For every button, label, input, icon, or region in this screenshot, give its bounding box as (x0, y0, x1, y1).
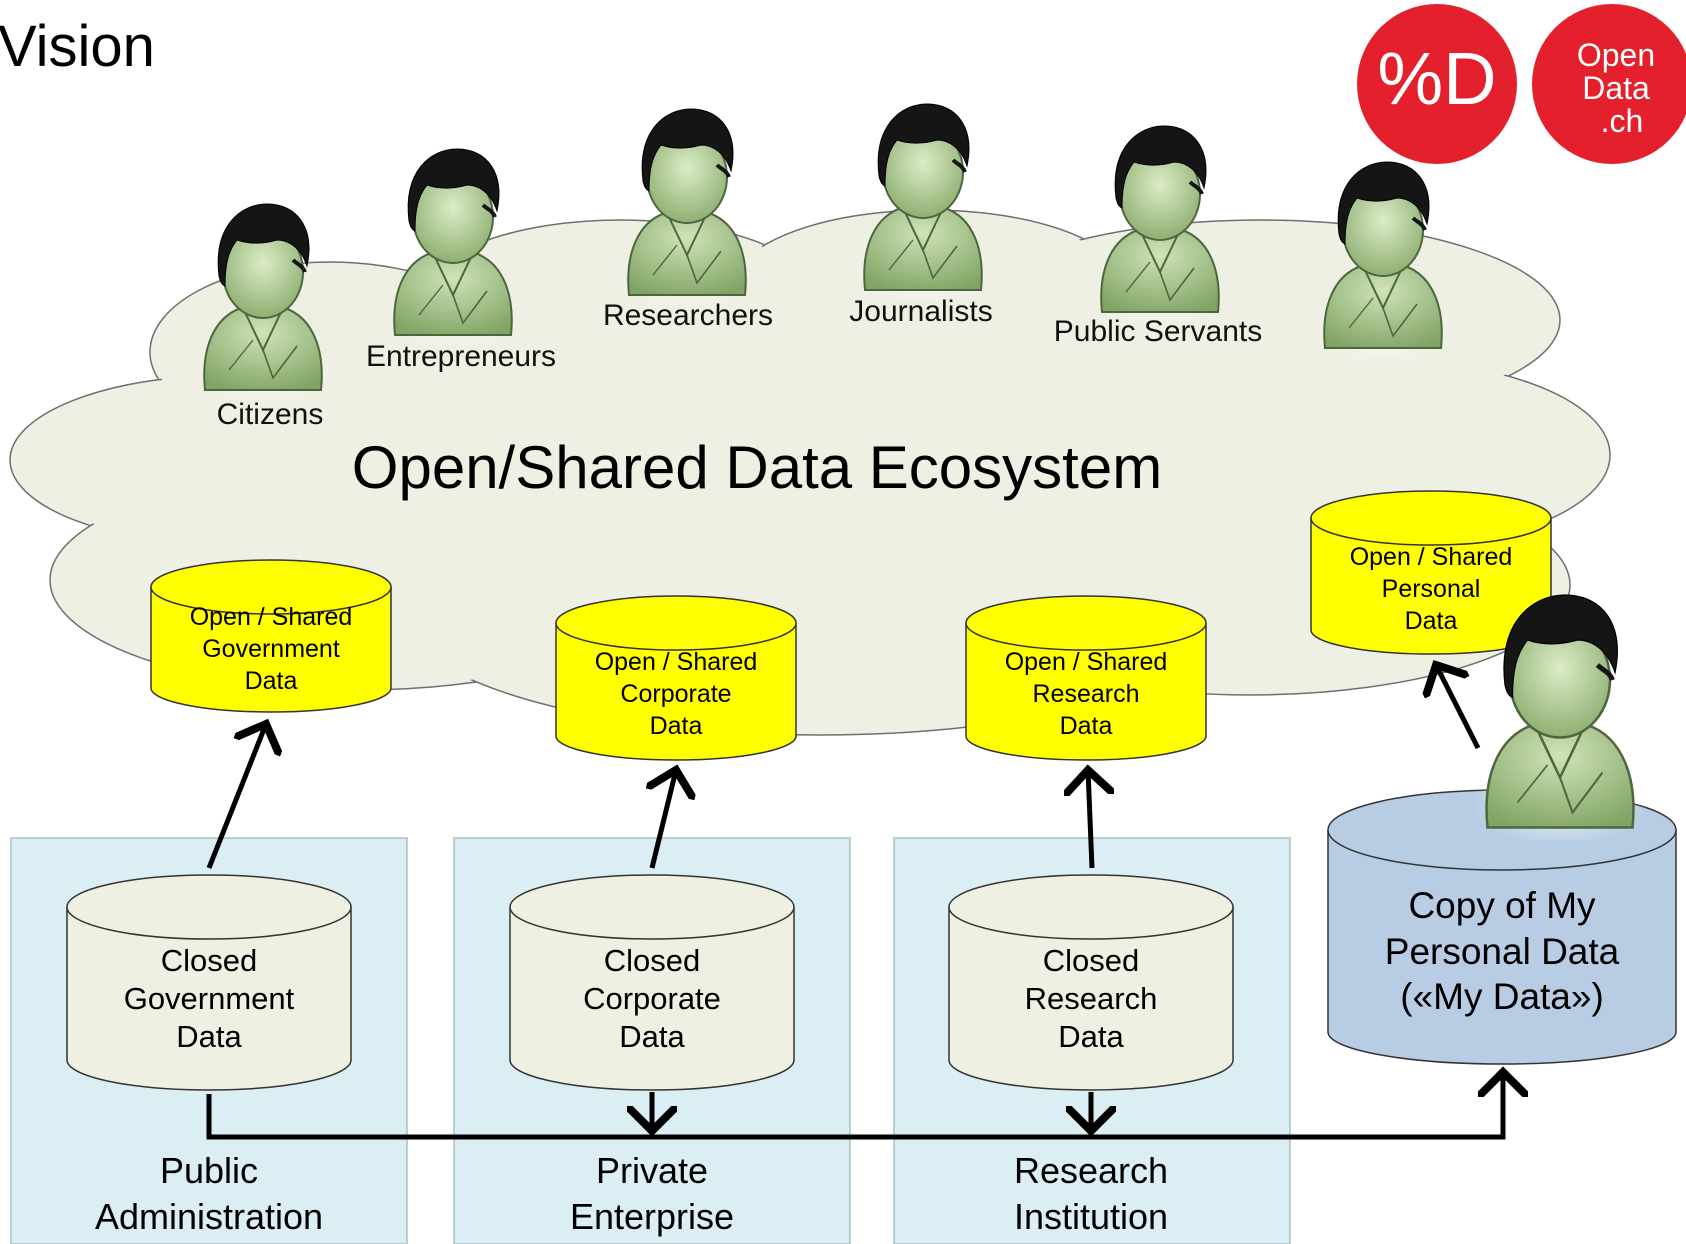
opendata-logo-line-3: .ch (1601, 103, 1644, 139)
closed-corporate-line-2: Corporate (583, 981, 721, 1016)
closed-research-data-cylinder: Closed Research Data (948, 874, 1234, 1091)
open-corporate-line-1: Open / Shared (595, 648, 758, 676)
opendata-ch-logo: Open Data .ch (1532, 4, 1686, 164)
my-data-line-2: Personal Data (1385, 931, 1620, 972)
arrow-corporate-to-open (652, 770, 676, 869)
org-label-research-line-1: Research (1014, 1150, 1168, 1191)
od-logo: %D (1357, 4, 1517, 164)
org-label-research-line-2: Institution (1014, 1196, 1168, 1237)
actor-label-public-servants: Public Servants (1054, 315, 1262, 348)
researcher-person-icon (617, 109, 757, 311)
actor-label-entrepreneurs: Entrepreneurs (366, 340, 556, 373)
arrow-mydata-to-open-personal (1436, 665, 1481, 750)
opendata-logo-line-2: Data (1582, 70, 1650, 106)
closed-government-line-2: Government (124, 981, 295, 1016)
closed-research-line-3: Data (1058, 1019, 1124, 1054)
my-data-line-3: («My Data») (1400, 976, 1604, 1017)
open-research-line-2: Research (1033, 680, 1140, 708)
closed-corporate-data-cylinder: Closed Corporate Data (509, 874, 795, 1091)
closed-government-line-3: Data (176, 1019, 242, 1054)
closed-research-line-2: Research (1025, 981, 1158, 1016)
arrow-research-to-open (1088, 770, 1092, 869)
closed-corporate-line-1: Closed (604, 943, 701, 978)
org-label-private-line-1: Private (596, 1150, 708, 1191)
open-personal-line-3: Data (1405, 607, 1458, 635)
open-corporate-line-3: Data (650, 712, 703, 740)
arrow-closed-to-mydata (206, 1072, 1503, 1140)
open-research-line-1: Open / Shared (1005, 648, 1168, 676)
open-research-line-3: Data (1060, 712, 1113, 740)
open-research-data-cylinder: Open / Shared Research Data (965, 595, 1207, 761)
open-government-line-1: Open / Shared (190, 603, 353, 631)
open-personal-line-2: Personal (1382, 575, 1481, 603)
actor-label-citizens: Citizens (217, 398, 324, 431)
open-personal-data-cylinder: Open / Shared Personal Data (1310, 490, 1552, 655)
page-title: Vision (0, 14, 155, 79)
arrow-government-to-open (206, 724, 266, 869)
open-government-line-3: Data (245, 667, 298, 695)
closed-research-line-1: Closed (1043, 943, 1140, 978)
actor-label-researchers: Researchers (603, 299, 773, 332)
org-label-private-line-2: Enterprise (570, 1196, 734, 1237)
ecosystem-label: Open/Shared Data Ecosystem (352, 434, 1162, 501)
closed-government-data-cylinder: Closed Government Data (66, 874, 352, 1091)
arrows (206, 665, 1503, 1140)
od-logo-text: %D (1377, 37, 1496, 120)
my-data-line-1: Copy of My (1408, 885, 1596, 926)
closed-government-line-1: Closed (161, 943, 258, 978)
journalist-person-icon (853, 104, 993, 306)
open-personal-line-1: Open / Shared (1350, 543, 1513, 571)
open-government-line-2: Government (202, 635, 340, 663)
org-label-public-line-1: Public (160, 1150, 258, 1191)
actor-label-journalists: Journalists (849, 295, 992, 328)
closed-corporate-line-3: Data (619, 1019, 685, 1054)
open-corporate-line-2: Corporate (620, 680, 731, 708)
open-corporate-data-cylinder: Open / Shared Corporate Data (555, 595, 797, 761)
open-government-data-cylinder: Open / Shared Government Data (150, 559, 392, 713)
org-label-public-line-2: Administration (95, 1196, 323, 1237)
opendata-logo-line-1: Open (1577, 37, 1655, 73)
